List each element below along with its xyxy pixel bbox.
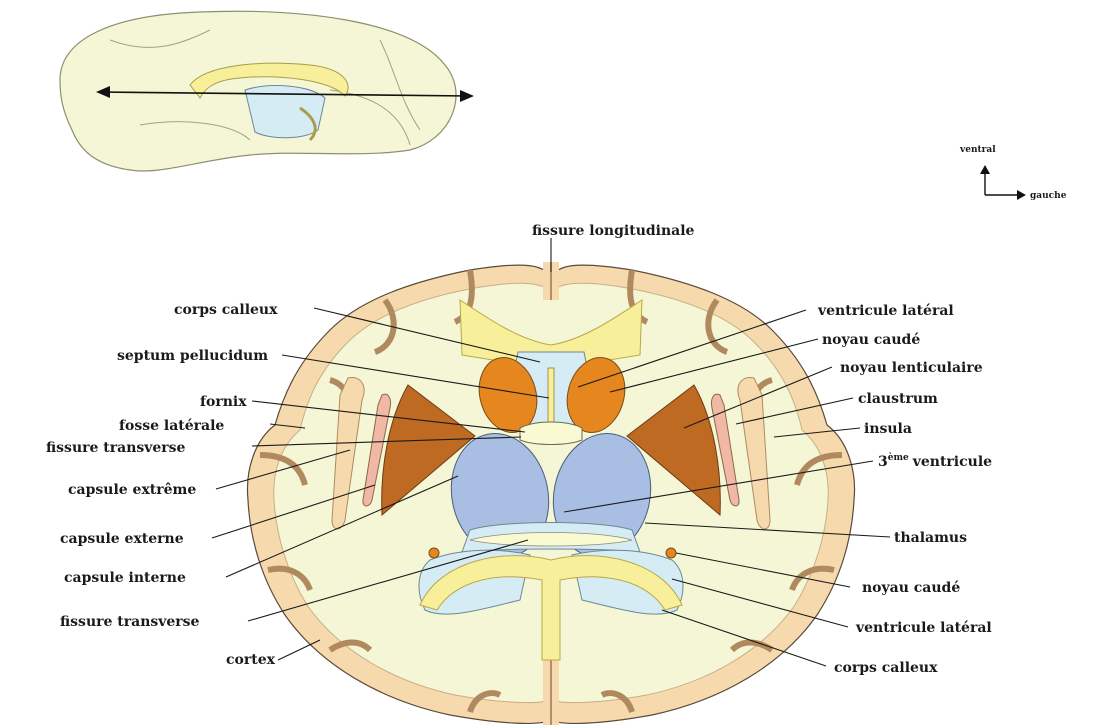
label-fissure-longitudinale: fissure longitudinale [532,223,695,239]
section-arrowhead-right [460,90,474,102]
label-fosse-laterale: fosse latérale [119,418,224,434]
label-3eme-superscript: ème [888,452,909,463]
caudate-tail-right [666,548,676,558]
label-noyau-caude-top: noyau caudé [822,332,920,348]
label-corps-calleux-top: corps calleux [174,302,278,318]
sagittal-thumbnail [60,11,474,171]
orientation-right-head [1017,190,1026,200]
fornix [520,422,582,445]
label-corps-calleux-bottom: corps calleux [834,660,938,676]
label-fissure-transverse-bottom: fissure transverse [60,614,200,630]
label-fissure-transverse-top: fissure transverse [46,440,186,456]
coronal-section [247,262,854,725]
label-septum-pellucidum: septum pellucidum [117,348,268,364]
orientation-indicator: ventral gauche [959,145,1067,201]
orientation-up-head [980,165,990,174]
label-capsule-externe: capsule externe [60,531,184,547]
caudate-tail-left [429,548,439,558]
label-3eme-word: ventricule [912,454,992,470]
septum-pellucidum [548,368,554,426]
label-capsule-extreme: capsule extrême [68,482,196,498]
label-fornix: fornix [200,394,247,410]
orientation-ventral: ventral [959,145,996,155]
label-ventricule-lateral-bottom: ventricule latéral [855,620,992,636]
leader-cortex [278,640,320,660]
label-cortex: cortex [226,652,276,668]
label-noyau-lenticulaire: noyau lenticulaire [840,360,983,376]
label-ventricule-lateral-top: ventricule latéral [817,303,954,319]
label-claustrum: claustrum [858,391,938,407]
label-thalamus: thalamus [894,530,967,546]
label-capsule-interne: capsule interne [64,570,186,586]
orientation-gauche: gauche [1030,191,1067,201]
label-3eme-number: 3 [878,454,888,470]
label-insula: insula [864,421,912,437]
label-noyau-caude-bottom: noyau caudé [862,580,960,596]
